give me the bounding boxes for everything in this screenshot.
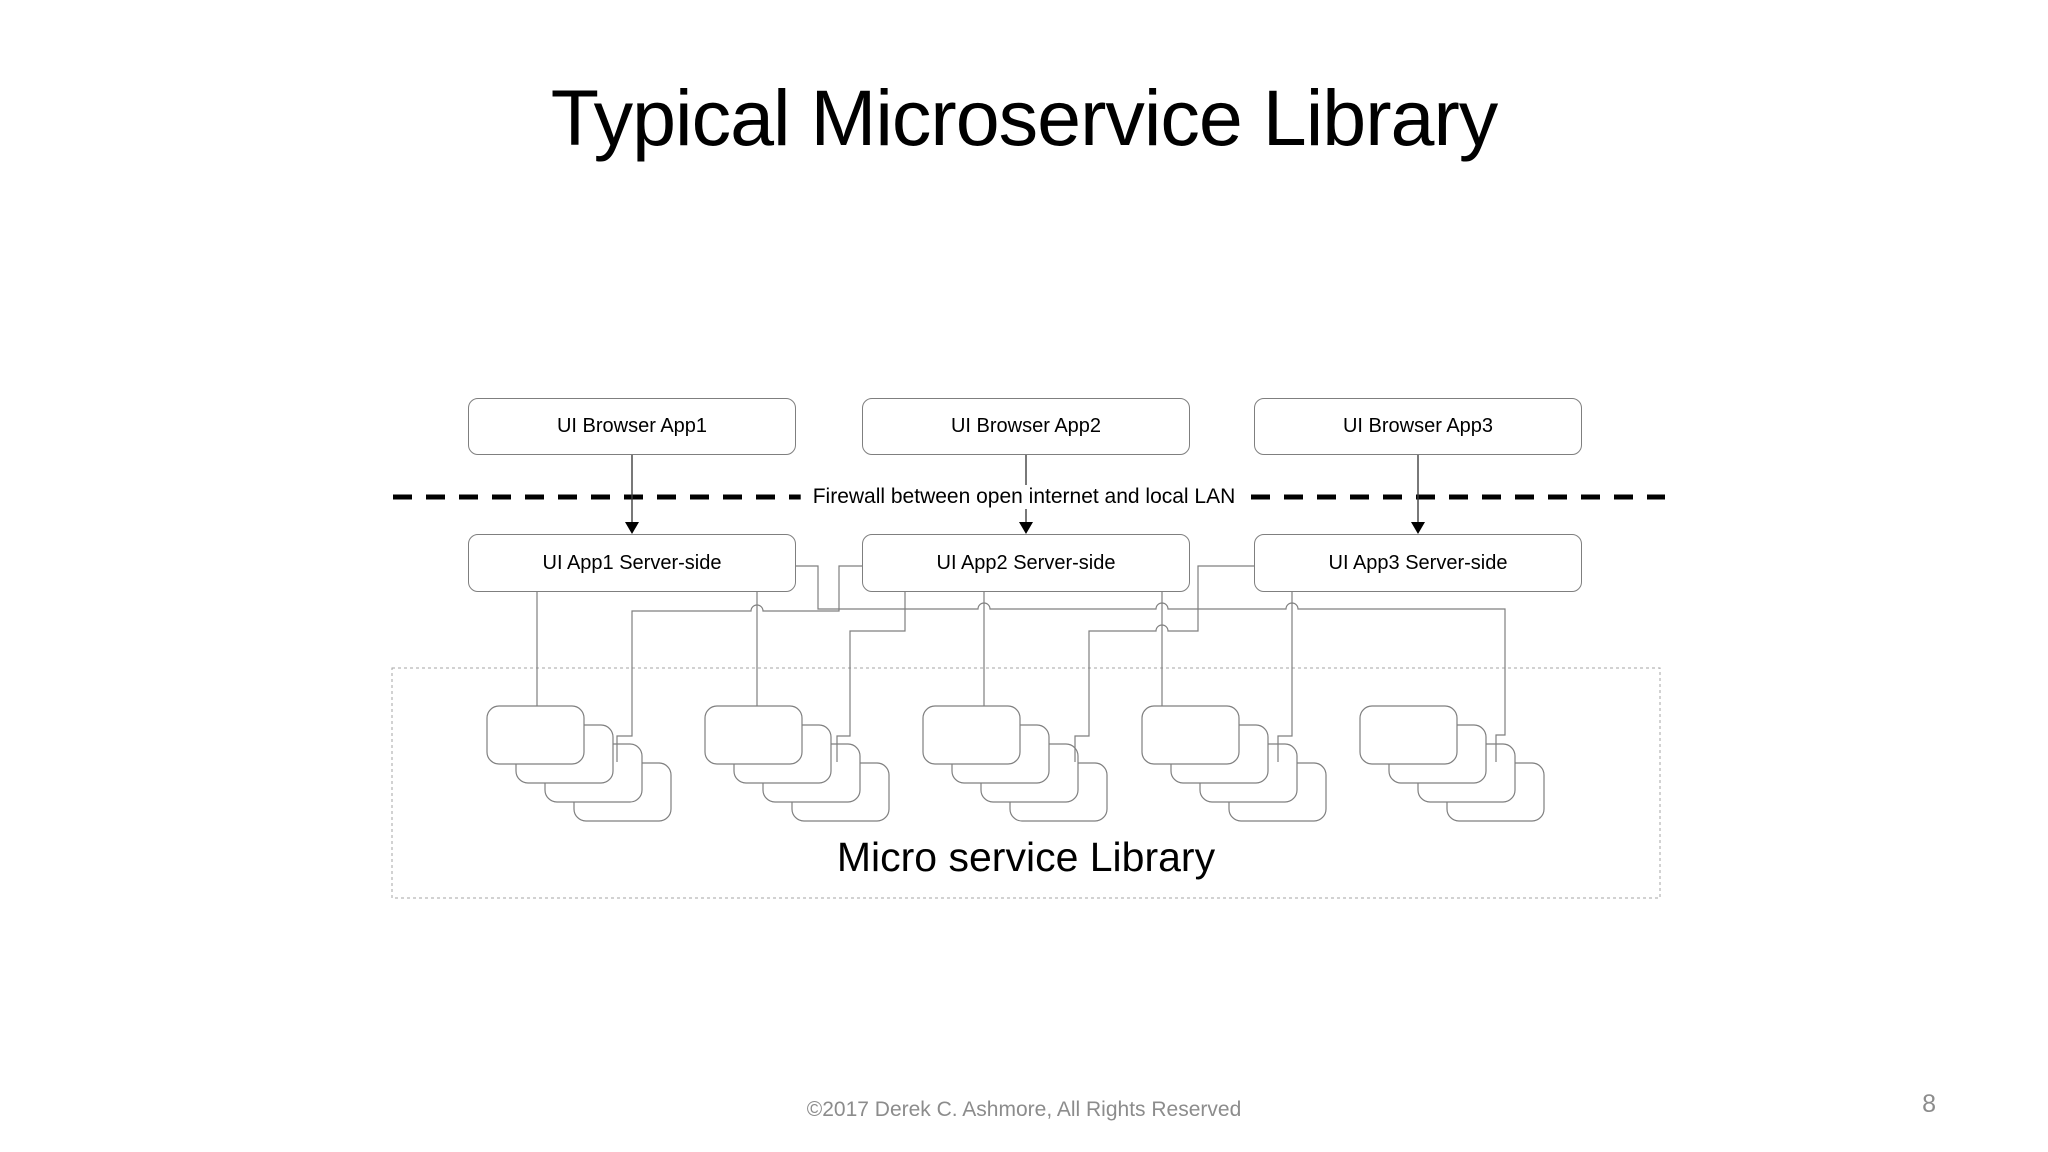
- microservice-cluster-2: [704, 705, 890, 822]
- connector-line: [616, 565, 862, 762]
- library-label: Micro service Library: [836, 834, 1216, 880]
- slide-title: Typical Microservice Library: [550, 73, 1499, 162]
- server-app3-box: UI App3 Server-side: [1254, 534, 1582, 592]
- connector-line: [1277, 592, 1293, 762]
- microservice-cluster-1: [486, 705, 672, 822]
- library-container-box: [391, 667, 1661, 899]
- firewall-label: Firewall between open internet and local…: [800, 485, 1248, 509]
- arrowhead: [1019, 522, 1033, 534]
- microservice-cluster-5: [1359, 705, 1545, 822]
- connector-line: [796, 565, 1506, 762]
- arrowhead: [625, 522, 639, 534]
- connector-line: [836, 592, 906, 762]
- connector-lines: [536, 565, 1506, 762]
- browser-app1-box: UI Browser App1: [468, 398, 796, 455]
- page-number: 8: [1922, 1090, 1936, 1118]
- server-app2-box: UI App2 Server-side: [862, 534, 1190, 592]
- connector-line: [1074, 565, 1254, 762]
- browser-to-server-arrow: [625, 455, 639, 534]
- microservice-cluster-3: [922, 705, 1108, 822]
- browser-to-server-arrow: [1411, 455, 1425, 534]
- copyright-footer: ©2017 Derek C. Ashmore, All Rights Reser…: [806, 1098, 1242, 1121]
- browser-app2-box: UI Browser App2: [862, 398, 1190, 455]
- microservice-cluster-4: [1141, 705, 1327, 822]
- browser-app3-box: UI Browser App3: [1254, 398, 1582, 455]
- server-app1-box: UI App1 Server-side: [468, 534, 796, 592]
- arrowhead: [1411, 522, 1425, 534]
